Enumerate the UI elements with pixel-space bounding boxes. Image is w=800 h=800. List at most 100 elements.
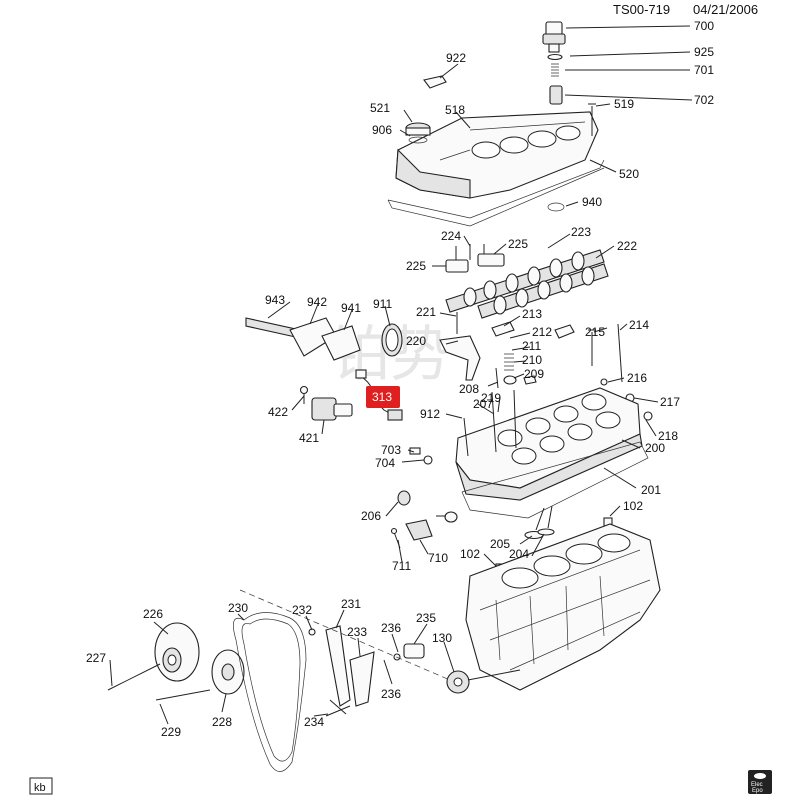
callout-700: 700 — [694, 19, 714, 33]
callout-702: 702 — [694, 93, 714, 107]
logo-line-1: Elec — [751, 782, 763, 788]
callout-229: 229 — [161, 725, 181, 739]
callout-205: 205 — [490, 537, 510, 551]
callout-925: 925 — [694, 45, 714, 59]
leader-lines — [109, 25, 693, 725]
callout-227: 227 — [86, 651, 106, 665]
valves — [524, 505, 555, 540]
callout-943: 943 — [265, 293, 285, 307]
callout-210: 210 — [522, 353, 542, 367]
crank-gear — [446, 669, 521, 694]
chain-guides — [308, 625, 425, 715]
seal-940 — [547, 202, 565, 212]
callout-201: 201 — [641, 483, 661, 497]
callout-233: 233 — [347, 625, 367, 639]
callout-519: 519 — [614, 97, 634, 111]
callout-232: 232 — [292, 603, 312, 617]
callout-313-highlight — [366, 386, 400, 408]
callout-521: 521 — [370, 101, 390, 115]
callout-200: 200 — [645, 441, 665, 455]
callout-235: 235 — [416, 611, 436, 625]
callout-217: 217 — [660, 395, 680, 409]
callout-222: 222 — [617, 239, 637, 253]
callout-236-lower: 236 — [381, 687, 401, 701]
callout-206: 206 — [361, 509, 381, 523]
callout-218: 218 — [658, 429, 678, 443]
callout-225-upper: 225 — [508, 237, 528, 251]
callout-223: 223 — [571, 225, 591, 239]
timing-chain-inner — [241, 618, 301, 762]
head-gasket — [461, 441, 649, 519]
valve-cover — [387, 75, 605, 227]
callout-130: 130 — [432, 631, 452, 645]
camshafts — [445, 249, 609, 319]
callout-231: 231 — [341, 597, 361, 611]
callout-704: 704 — [375, 456, 395, 470]
callout-906: 906 — [372, 123, 392, 137]
kb-tag: kb — [34, 782, 46, 794]
cam-position-actuator — [542, 21, 566, 105]
valve-train-parts — [491, 321, 653, 421]
cam-sprocket-228 — [211, 649, 245, 695]
callout-228: 228 — [212, 715, 232, 729]
callout-234: 234 — [304, 715, 324, 729]
diagram-date: 04/21/2006 — [693, 2, 758, 17]
callout-204: 204 — [509, 547, 529, 561]
cam-sprocket-226 — [154, 622, 200, 682]
callout-225-lower: 225 — [406, 259, 426, 273]
callout-520: 520 — [619, 167, 639, 181]
callout-224: 224 — [441, 229, 461, 243]
callout-313: 313 — [372, 390, 392, 404]
callout-226: 226 — [143, 607, 163, 621]
callout-911: 911 — [373, 297, 392, 311]
logo-line-2: Epo — [752, 788, 763, 794]
callout-422: 422 — [268, 405, 288, 419]
bolt-234 — [325, 705, 351, 717]
cam-caps — [445, 244, 505, 273]
bolt-227 — [107, 663, 161, 691]
callout-labels: 700 925 701 702 519 922 521 518 906 520 … — [86, 19, 714, 739]
callout-942: 942 — [307, 295, 327, 309]
fittings-703-704 — [409, 447, 433, 465]
timing-chain — [233, 612, 307, 772]
engine-block — [465, 523, 661, 691]
callout-518: 518 — [445, 103, 465, 117]
diagram-code: TS00-719 — [613, 2, 670, 17]
oil-control-solenoid — [299, 385, 353, 421]
assembly-centerline — [239, 589, 451, 681]
bracket-220 — [439, 312, 481, 381]
callout-216: 216 — [627, 371, 647, 385]
water-outlet-group — [245, 317, 403, 361]
callout-701: 701 — [694, 63, 714, 77]
publisher-logo: Elec Epo — [748, 770, 772, 794]
callout-912: 912 — [420, 407, 440, 421]
callout-207: 207 — [473, 397, 493, 411]
callout-236-upper: 236 — [381, 621, 401, 635]
callout-212: 212 — [532, 325, 552, 339]
kb-tag-box — [29, 777, 53, 795]
callout-421: 421 — [299, 431, 319, 445]
plugs — [397, 490, 613, 573]
callout-211: 211 — [522, 339, 541, 353]
bolt-519 — [588, 103, 596, 136]
callout-711: 711 — [392, 559, 411, 573]
callout-214: 214 — [629, 318, 649, 332]
callout-208: 208 — [459, 382, 479, 396]
callout-102-lower: 102 — [460, 547, 480, 561]
callout-209: 209 — [524, 367, 544, 381]
callout-221: 221 — [416, 305, 436, 319]
callout-941: 941 — [341, 301, 361, 315]
crank-sensor — [390, 519, 433, 549]
callout-220: 220 — [406, 334, 426, 348]
callout-703: 703 — [381, 443, 401, 457]
callout-940: 940 — [582, 195, 602, 209]
cylinder-head — [455, 387, 643, 501]
callout-213: 213 — [522, 307, 542, 321]
callout-215: 215 — [585, 325, 605, 339]
callout-710: 710 — [428, 551, 448, 565]
bolt-229 — [155, 689, 211, 701]
callout-219: 219 — [481, 391, 501, 405]
callout-102-upper: 102 — [623, 499, 643, 513]
